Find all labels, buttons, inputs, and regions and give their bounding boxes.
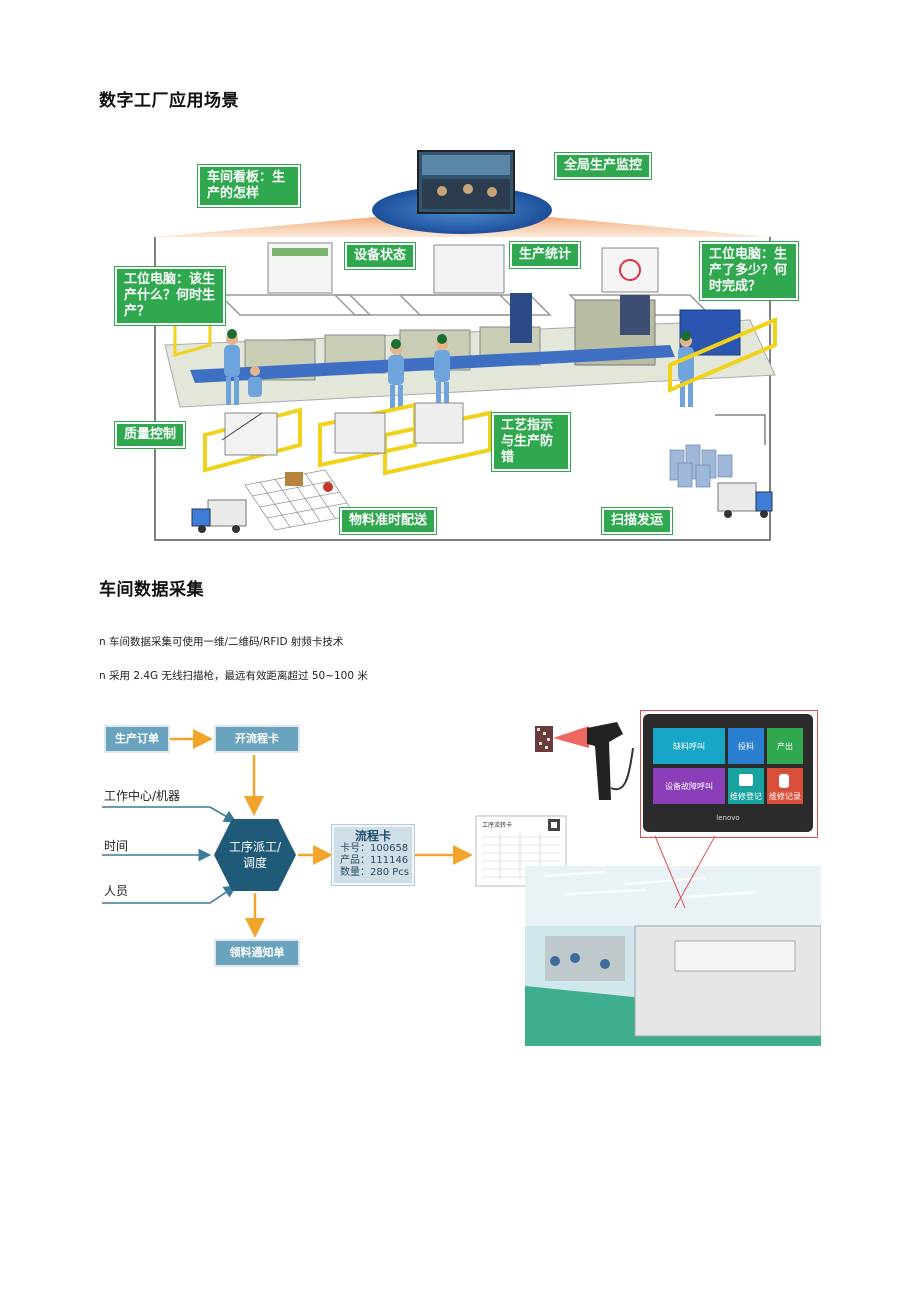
callout-global-monitoring: 全局生产监控 <box>555 153 652 179</box>
flow-box-open-card: 开流程卡 <box>214 725 300 753</box>
flowchart: 生产订单 开流程卡 工作中心/机器 时间 人员 工序派工/调度 流程卡 卡号：1… <box>100 715 580 975</box>
callout-scan-shipping: 扫描发运 <box>602 508 673 534</box>
touch-terminal: 缺料呼叫 投料 产出 设备故障呼叫 维修登记 维修记录 lenovo <box>643 714 813 832</box>
truck-left-icon <box>191 499 247 533</box>
flow-input-time: 时间 <box>104 839 129 853</box>
factory-floor-photo <box>525 866 821 1046</box>
page-heading-collect: 车间数据采集 <box>99 580 204 600</box>
callout-quality-control: 质量控制 <box>115 422 186 448</box>
flow-box-pick-notice: 领料通知单 <box>214 939 300 967</box>
callout-lines <box>654 835 716 908</box>
flowchart-arrows <box>102 729 567 938</box>
callout-material-delivery: 物料准时配送 <box>340 508 437 534</box>
hand-icon <box>779 774 789 788</box>
terminal-brand: lenovo <box>716 814 740 822</box>
hardware-illustration: 缺料呼叫 投料 产出 设备故障呼叫 维修登记 维修记录 lenovo <box>525 708 825 1048</box>
process-card-quantity: 数量：280 Pcs <box>340 867 410 878</box>
process-card-product: 产品：111146 <box>340 855 409 866</box>
bullet-item: n 采用 2.4G 无线扫描枪，最远有效距离超过 50~100 米 <box>99 670 368 682</box>
callout-device-status: 设备状态 <box>345 243 416 269</box>
tile-material-call[interactable]: 缺料呼叫 <box>653 728 725 764</box>
callout-station-right: 工位电脑：生产了多少？何时完成？ <box>700 242 798 300</box>
paper-card-title: 工序流转卡 <box>482 822 513 829</box>
flow-input-work-center: 工作中心/机器 <box>104 789 181 803</box>
callout-process-guidance: 工艺指示与生产防错 <box>492 413 570 471</box>
process-card-number: 卡号：100658 <box>340 843 409 854</box>
callout-station-left: 工位电脑：该生产什么？何时生产？ <box>115 267 225 325</box>
tile-feed[interactable]: 投料 <box>728 728 764 764</box>
process-card-title: 流程卡 <box>354 829 391 843</box>
factory-illustration <box>154 150 777 541</box>
factory-diagram: 车间看板：生产的怎样 全局生产监控 设备状态 生产统计 工位电脑：该生产什么？何… <box>115 145 798 545</box>
barcode-scanner-icon <box>535 722 634 800</box>
tile-equipment-fault-call[interactable]: 设备故障呼叫 <box>653 768 725 804</box>
flow-hex-dispatch: 工序派工/调度 <box>228 840 282 870</box>
bullet-item: n 车间数据采集可使用一维/二维码/RFID 射频卡技术 <box>99 636 344 648</box>
flow-box-production-order: 生产订单 <box>104 725 170 753</box>
callout-production-stats: 生产统计 <box>510 242 581 268</box>
tile-output[interactable]: 产出 <box>767 728 803 764</box>
briefcase-icon <box>739 774 753 786</box>
terminal-highlight-frame <box>640 710 818 838</box>
flow-input-people: 人员 <box>104 884 129 898</box>
flow-process-card: 流程卡 卡号：100658 产品：111146 数量：280 Pcs <box>332 825 414 885</box>
callout-workshop-board: 车间看板：生产的怎样 <box>198 165 300 207</box>
page-heading-scene: 数字工厂应用场景 <box>99 91 239 111</box>
